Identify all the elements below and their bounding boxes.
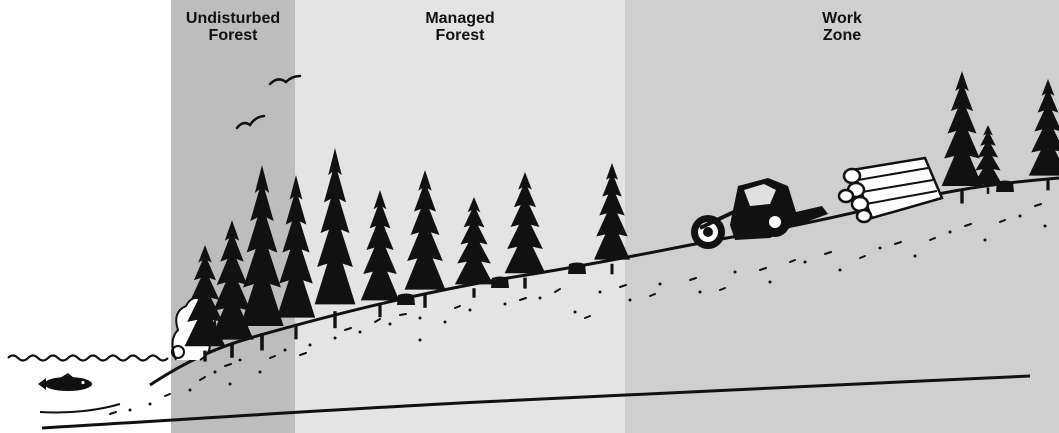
bird-icon [270,76,300,84]
tree-stump-icon [568,263,586,275]
conifer-tree-icon [240,165,283,351]
conifer-tree-icon [277,175,315,339]
conifer-tree-icon [210,220,253,358]
conifer-tree-icon [505,172,546,289]
water-wave-icon [8,356,168,361]
log-skidder-icon [691,178,828,249]
conifer-tree-icon [1029,79,1059,190]
tree-stump-icon [397,294,415,306]
conifer-tree-icon [455,197,493,298]
conifer-tree-icon [405,170,446,308]
bird-icon [237,116,264,128]
conifer-tree-icon [594,163,630,274]
conifer-tree-icon [974,125,1003,194]
tree-stump-icon [491,277,509,289]
fish-icon [38,373,92,391]
conifer-tree-icon [361,190,399,317]
conifer-tree-icon [315,148,356,328]
